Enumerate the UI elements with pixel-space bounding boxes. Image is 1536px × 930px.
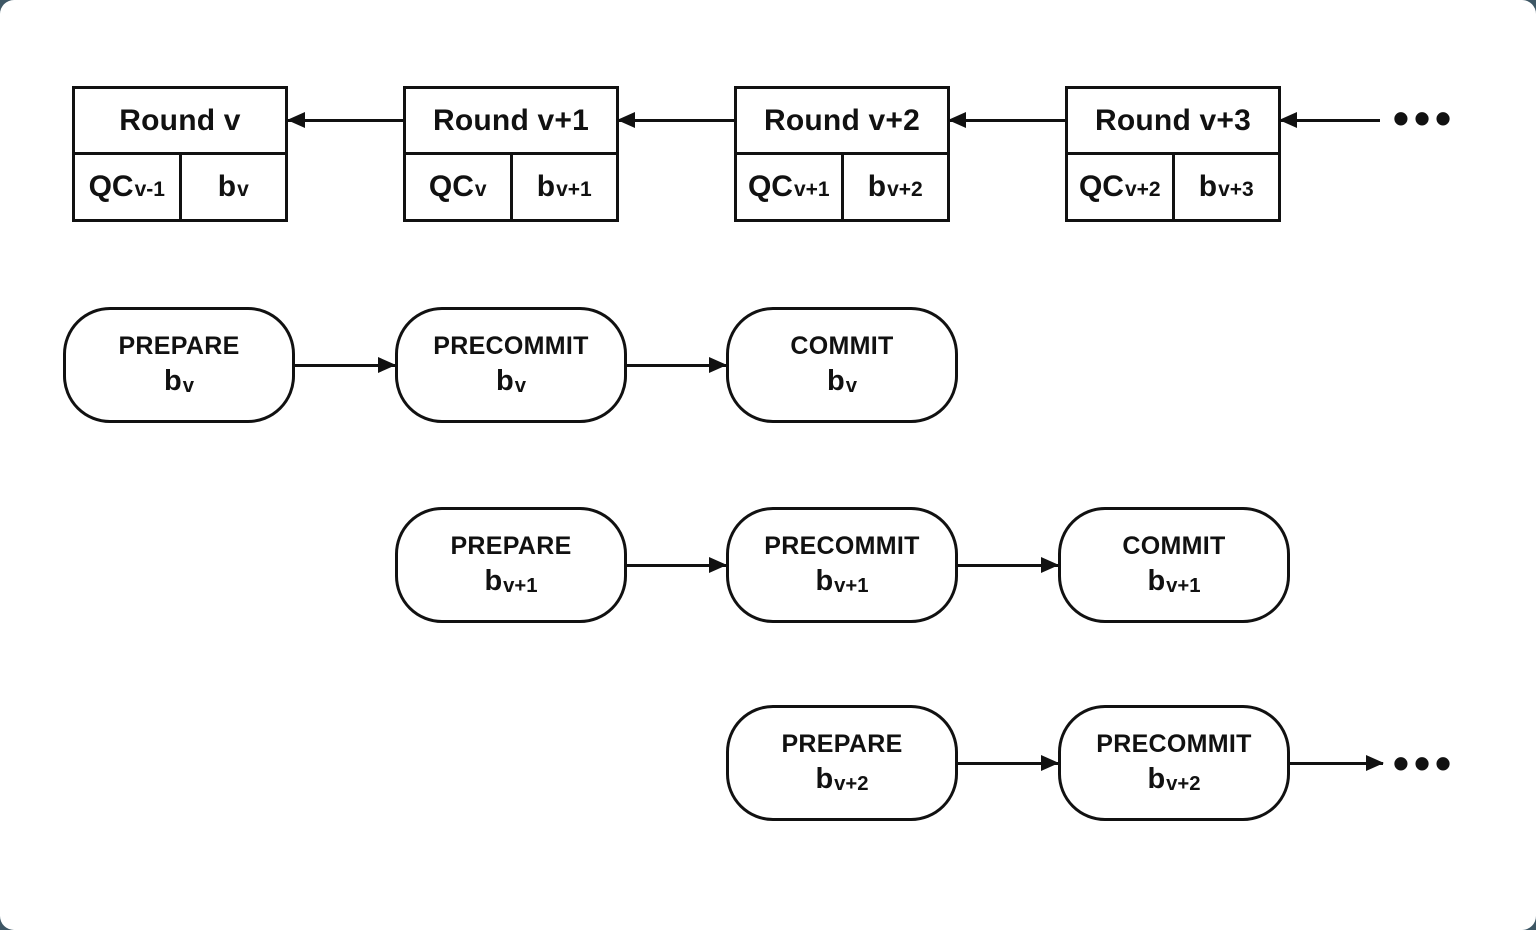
- round-title: Round v+2: [737, 89, 947, 155]
- phase-block-id: bv+1: [815, 565, 869, 598]
- chain-ellipsis-icon: •••: [1392, 92, 1457, 144]
- round-title: Round v+1: [406, 89, 616, 155]
- phase-pill: PRECOMMIT bv+1: [726, 507, 958, 623]
- phase-label: PRECOMMIT: [433, 332, 589, 360]
- phase-block-id: bv+1: [1147, 565, 1201, 598]
- round-title: Round v+3: [1068, 89, 1278, 155]
- left-arrow-icon: [1279, 110, 1380, 130]
- phase-pill: PRECOMMIT bv+2: [1058, 705, 1290, 821]
- phase-label: COMMIT: [790, 332, 894, 360]
- right-arrow-icon: [627, 355, 727, 375]
- phase-block-id: bv: [496, 365, 526, 398]
- left-arrow-icon: [287, 110, 403, 130]
- phase-label: PREPARE: [781, 730, 903, 758]
- phase-pill: PRECOMMIT bv: [395, 307, 627, 423]
- left-arrow-icon: [948, 110, 1065, 130]
- phase-block-id: bv: [827, 365, 857, 398]
- left-arrow-icon: [617, 110, 734, 130]
- phase-block-id: bv+2: [1147, 763, 1201, 796]
- right-arrow-icon: [295, 355, 396, 375]
- phase-pill: PREPARE bv: [63, 307, 295, 423]
- phases-ellipsis-icon: •••: [1392, 737, 1457, 789]
- round-title: Round v: [75, 89, 285, 155]
- phase-pill: PREPARE bv+1: [395, 507, 627, 623]
- right-arrow-icon: [958, 555, 1059, 575]
- right-arrow-icon: [958, 753, 1059, 773]
- right-arrow-icon: [1290, 753, 1384, 773]
- phase-block-id: bv+1: [484, 565, 538, 598]
- phase-label: PREPARE: [118, 332, 240, 360]
- phase-pill: COMMIT bv+1: [1058, 507, 1290, 623]
- phase-pill: COMMIT bv: [726, 307, 958, 423]
- right-arrow-icon: [627, 555, 727, 575]
- phase-label: PREPARE: [450, 532, 572, 560]
- phase-label: PRECOMMIT: [1096, 730, 1252, 758]
- phase-pill: PREPARE bv+2: [726, 705, 958, 821]
- phase-label: PRECOMMIT: [764, 532, 920, 560]
- phase-block-id: bv: [164, 365, 194, 398]
- phase-block-id: bv+2: [815, 763, 869, 796]
- phase-label: COMMIT: [1122, 532, 1226, 560]
